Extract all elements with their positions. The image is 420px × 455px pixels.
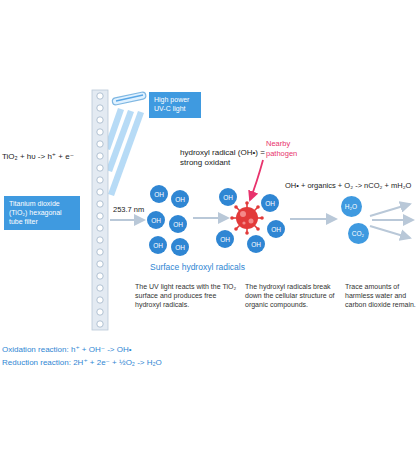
radical-circle: OH [219,188,237,206]
node-text: OH [175,244,185,251]
step-caption: The UV light reacts with the TiO₂ surfac… [135,282,237,309]
reaction-line: Reduction reaction: 2H⁺ + 2e⁻ + ½O₂ -> H… [2,358,162,368]
node-text: OH [271,226,281,233]
filter-label-box: Titanium dioxide (TiO₂) hexagonal tube f… [4,196,80,230]
filter-tube [92,90,108,330]
node-text: OH [265,200,275,207]
node-text: OH [151,217,161,224]
node-text: OH [154,191,164,198]
section-label: Surface hydroxyl radicals [150,262,245,273]
node-text: High power UV-C light [154,96,189,112]
radical-circle: OH [149,236,167,254]
pathogen [230,201,264,235]
pointer-label: Nearby pathogen [266,139,306,159]
radical-circle: H₂O [341,196,362,217]
step-caption: Trace amounts of harmless water and carb… [345,282,417,309]
radical-circle: OH [147,211,165,229]
reaction-line: Oxidation reaction: h⁺ + OH⁻ -> OH• [2,345,132,355]
lamp-label-box: High power UV-C light [149,92,201,118]
wavelength: 253.7 nm [113,205,144,215]
pointer-arrow [250,160,263,200]
radical-circle: OH [150,185,168,203]
step-caption: The hydroxyl radicals break down the cel… [245,282,343,309]
equation: OH• + organics + O₂ -> nCO₂ + mH₂O [285,181,411,191]
radical-circle: OH [247,235,265,253]
radical-circle: OH [169,215,187,233]
node-text: H₂O [345,203,357,210]
radical-circle: OH [216,230,234,248]
node-text: Titanium dioxide (TiO₂) hexagonal tube f… [9,200,62,225]
radical-circle: OH [267,220,285,238]
uv-beams [104,108,144,196]
radical-circle: OH [261,194,279,212]
node-text: OH [251,241,261,248]
radical-circle: CO₂ [348,223,369,244]
definition-note: hydroxyl radical (OH•) = strong oxidant [180,148,266,169]
node-text: OH [173,221,183,228]
uv-lamp [112,92,147,106]
node-text: OH [220,236,230,243]
node-text: OH [175,196,185,203]
radical-circle: OH [171,238,189,256]
node-text: OH [153,242,163,249]
node-text: CO₂ [352,230,364,237]
radical-circle: OH [171,190,189,208]
equation: TiO₂ + hυ -> h⁺ + e⁻ [2,152,74,162]
node-text: OH [223,194,233,201]
